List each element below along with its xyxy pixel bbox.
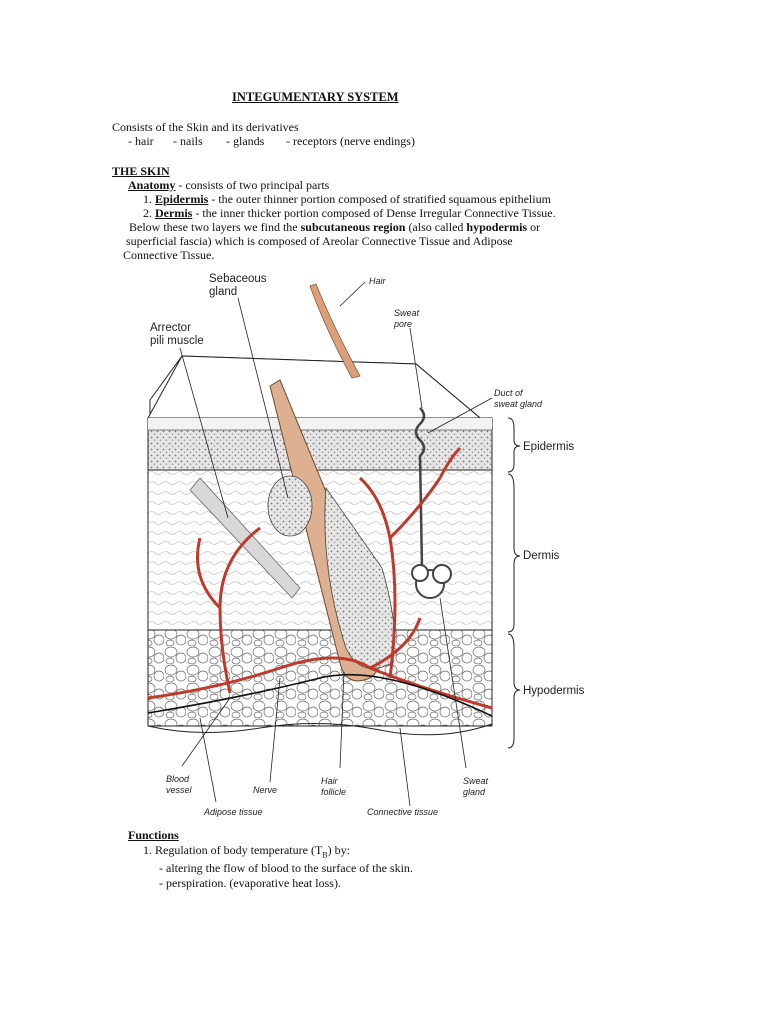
functions-heading: Functions <box>128 828 179 842</box>
part-term: Dermis <box>155 206 192 220</box>
part-num: 2. <box>143 206 152 220</box>
label-line: Sebaceous <box>209 273 267 286</box>
part-num: 1. <box>143 192 152 206</box>
below-text: or <box>527 220 540 234</box>
label-dermis: Dermis <box>523 550 559 563</box>
label-line: Hair <box>321 776 346 787</box>
part-dermis: 2. Dermis - the inner thicker portion co… <box>143 206 556 220</box>
part-epidermis: 1. Epidermis - the outer thinner portion… <box>143 192 551 206</box>
anatomy-label: Anatomy <box>128 178 175 192</box>
below-line-3: Connective Tissue. <box>123 248 214 262</box>
anatomy-text: - consists of two principal parts <box>175 178 329 192</box>
label-epidermis: Epidermis <box>523 441 574 454</box>
label-duct: Duct of sweat gland <box>494 388 542 410</box>
label-connective: Connective tissue <box>367 807 438 818</box>
intro-item-nails: - nails <box>173 134 203 148</box>
function-sub-2: - perspiration. (evaporative heat loss). <box>159 876 341 890</box>
function-sub-1: - altering the flow of blood to the surf… <box>159 861 413 875</box>
label-hypodermis: Hypodermis <box>523 685 584 698</box>
label-line: Arrector <box>150 322 204 335</box>
label-line: gland <box>209 286 267 299</box>
intro-item-receptors: - receptors (nerve endings) <box>286 134 415 148</box>
intro-item-glands: - glands <box>226 134 264 148</box>
below-line-1: Below these two layers we find the subcu… <box>129 220 540 234</box>
label-line: follicle <box>321 787 346 798</box>
intro-item-hair: - hair <box>128 134 154 148</box>
part-desc: - the inner thicker portion composed of … <box>192 206 555 220</box>
sweat-gland-coil <box>412 565 428 581</box>
intro-line: Consists of the Skin and its derivatives <box>112 120 299 134</box>
skin-cross-section-diagram <box>120 268 530 828</box>
sebaceous-gland <box>268 476 312 536</box>
function-text: ) by: <box>328 843 350 857</box>
part-term: Epidermis <box>155 192 208 206</box>
hypodermis-term: hypodermis <box>466 220 527 234</box>
label-adipose: Adipose tissue <box>204 807 263 818</box>
label-line: gland <box>463 787 488 798</box>
function-item-1: 1. Regulation of body temperature (TB) b… <box>143 843 350 862</box>
below-line-2: superficial fascia) which is composed of… <box>126 234 513 248</box>
label-line: Sweat <box>463 776 488 787</box>
page-title: INTEGUMENTARY SYSTEM <box>232 90 399 104</box>
label-line: pili muscle <box>150 335 204 348</box>
label-blood-vessel: Blood vessel <box>166 774 192 796</box>
label-nerve: Nerve <box>253 785 277 796</box>
label-line: vessel <box>166 785 192 796</box>
function-text: 1. Regulation of body temperature (T <box>143 843 322 857</box>
label-line: Blood <box>166 774 192 785</box>
label-sweat-pore: Sweat pore <box>394 308 419 330</box>
anatomy-line: Anatomy - consists of two principal part… <box>128 178 329 192</box>
label-sebaceous: Sebaceous gland <box>209 273 267 299</box>
label-sweat-gland: Sweat gland <box>463 776 488 798</box>
label-line: Sweat <box>394 308 419 319</box>
below-text: (also called <box>405 220 466 234</box>
below-text: Below these two layers we find the <box>129 220 301 234</box>
label-arrector: Arrector pili muscle <box>150 322 204 348</box>
section-heading-skin: THE SKIN <box>112 164 170 178</box>
label-hair: Hair <box>369 276 386 287</box>
part-desc: - the outer thinner portion composed of … <box>208 192 551 206</box>
label-hair-follicle: Hair follicle <box>321 776 346 798</box>
label-line: Duct of <box>494 388 542 399</box>
label-line: sweat gland <box>494 399 542 410</box>
subcutaneous-term: subcutaneous region <box>301 220 406 234</box>
label-line: pore <box>394 319 419 330</box>
